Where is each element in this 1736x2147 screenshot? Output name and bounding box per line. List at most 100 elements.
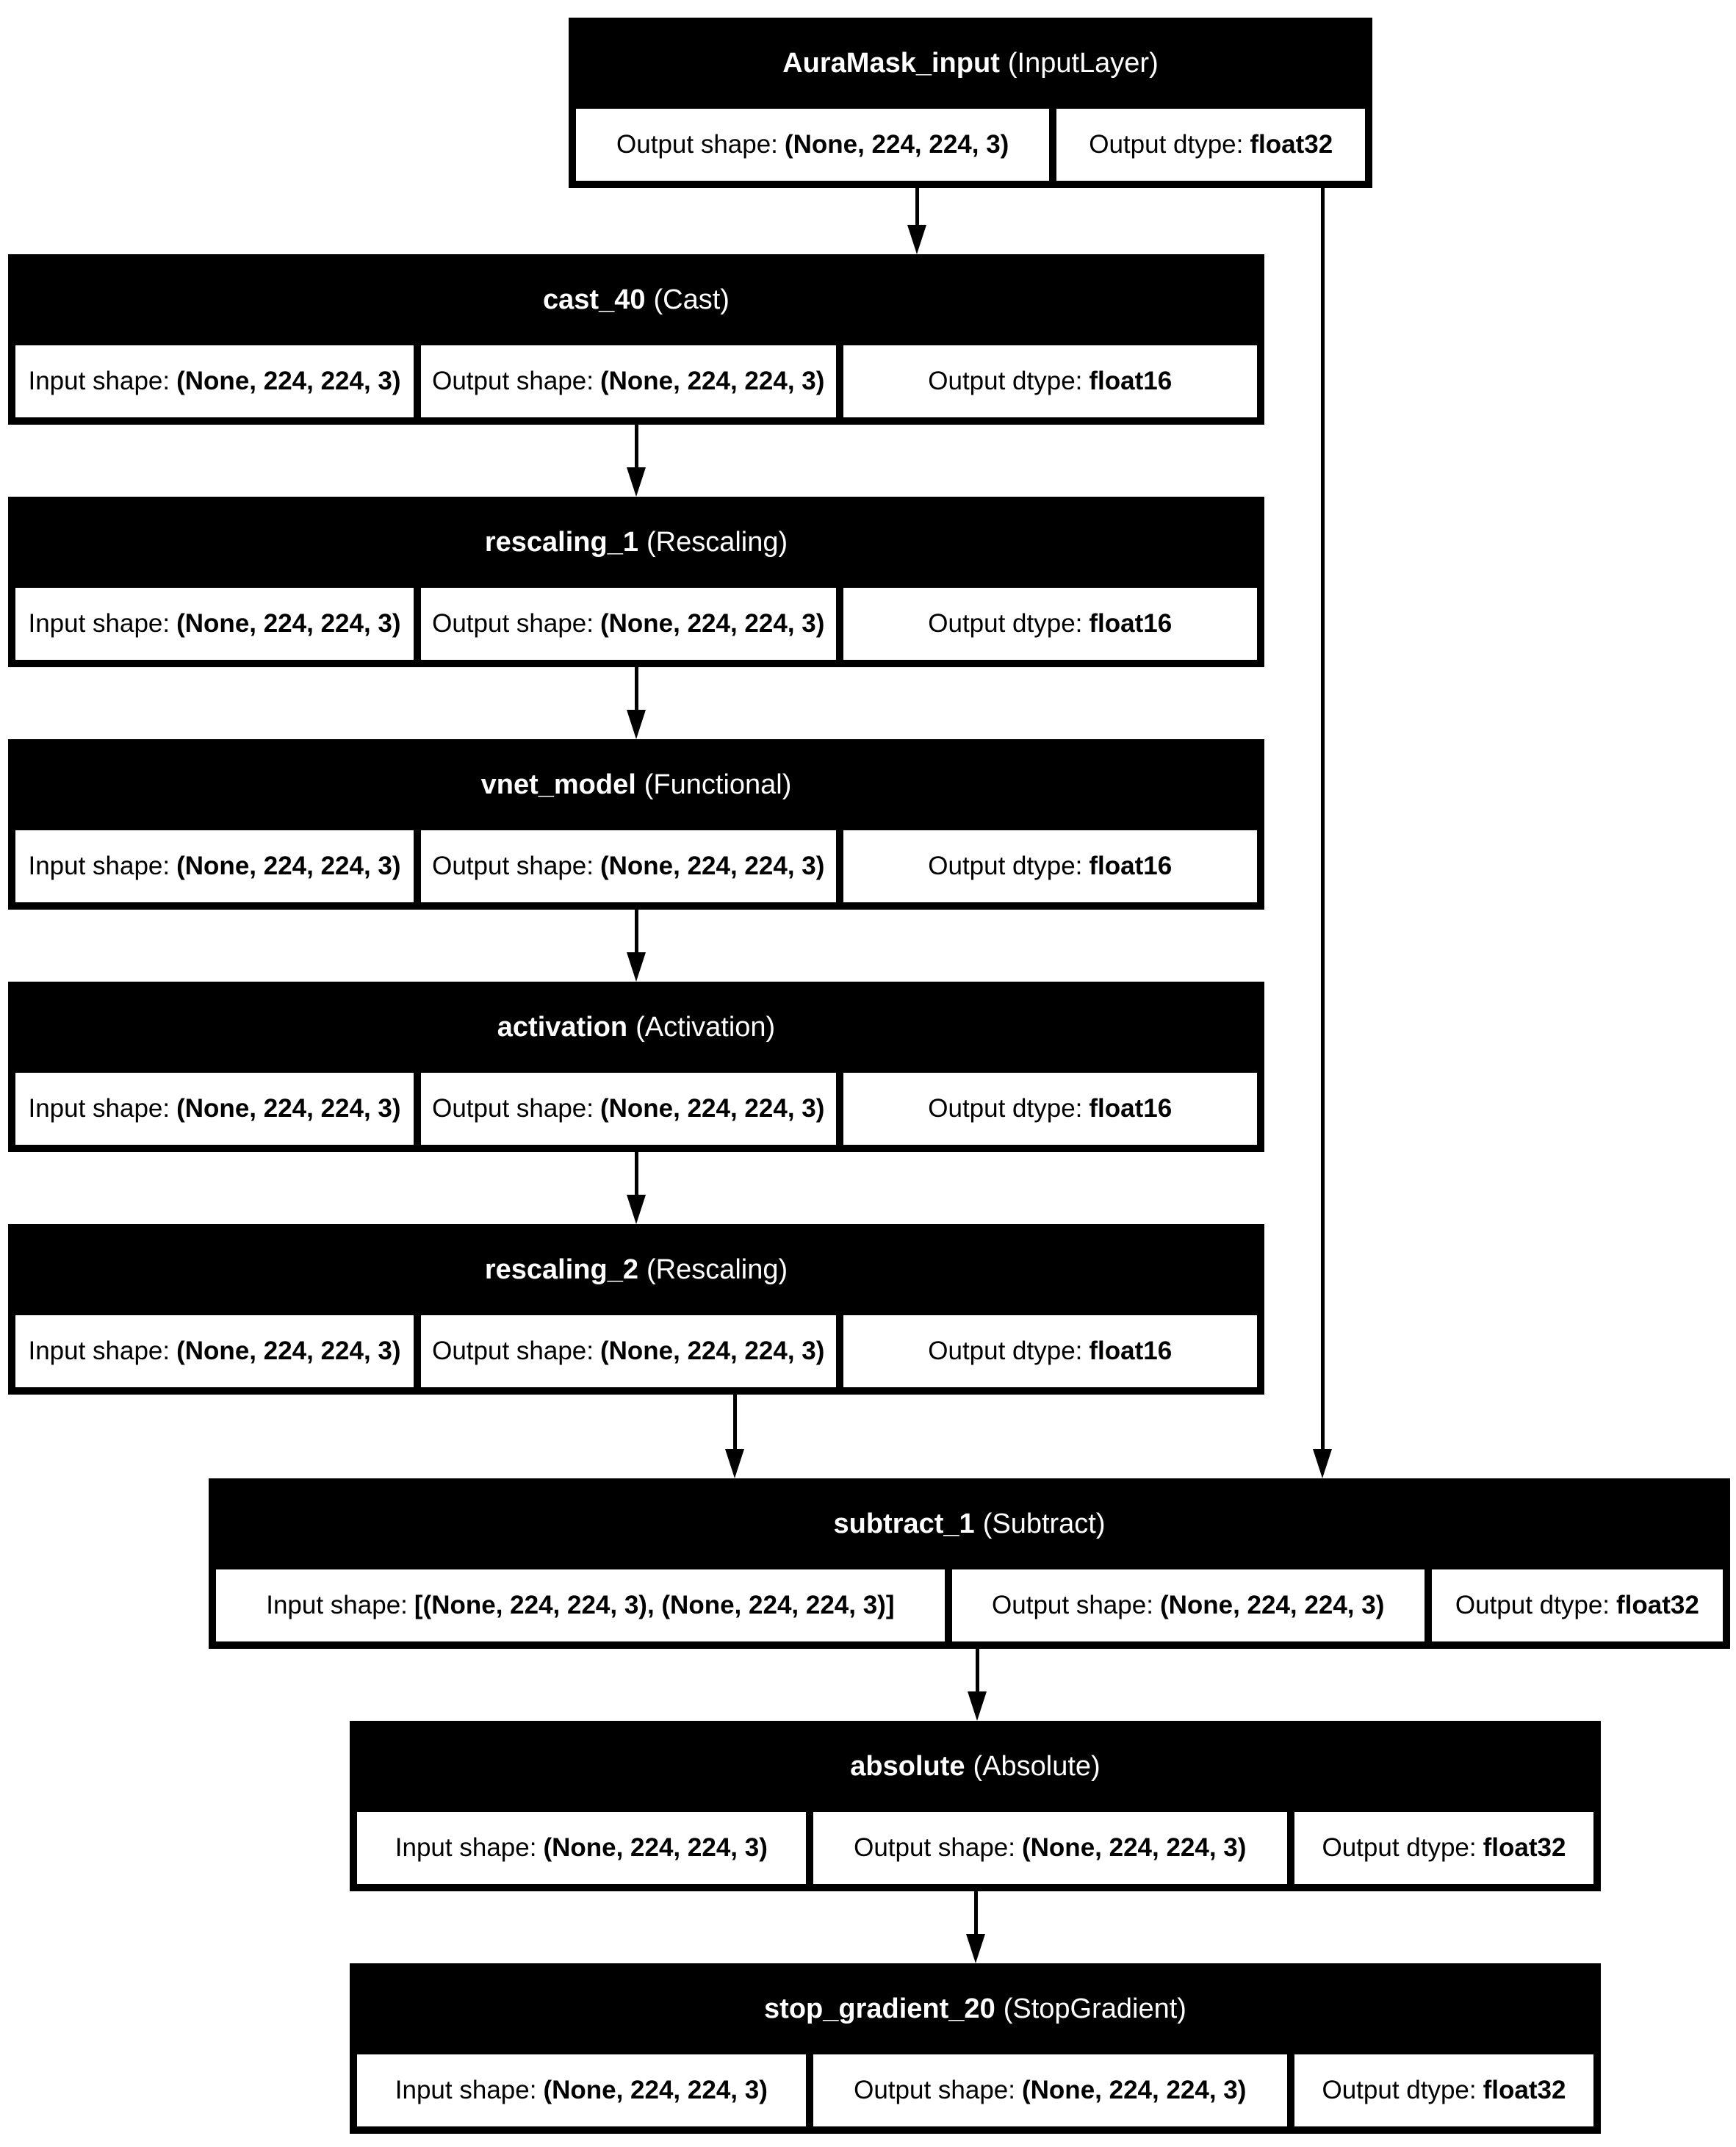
layer-node-subtract-1: subtract_1 (Subtract) Input shape: [(Non… [209,1478,1730,1649]
layer-cells: Input shape: (None, 224, 224, 3) Output … [8,588,1264,667]
output-shape-cell: Output shape: (None, 224, 224, 3) [576,109,1050,181]
cell-value: (None, 224, 224, 3) [1022,1833,1247,1862]
cell-value: (None, 224, 224, 3) [543,1833,768,1862]
layer-type: (Functional) [644,769,792,800]
edge-input-to-cast-line [915,188,919,226]
cell-value: (None, 224, 224, 3) [599,1337,825,1365]
layer-node-auramask-input: AuraMask_input (InputLayer) Output shape… [569,18,1372,188]
output-dtype-cell: Output dtype: float16 [843,830,1257,902]
layer-title: absolute (Absolute) [350,1721,1601,1812]
cell-label: Output dtype: [1322,2076,1477,2104]
layer-title: rescaling_2 (Rescaling) [8,1224,1264,1315]
cell-value: float16 [1089,1094,1173,1123]
layer-node-vnet-model: vnet_model (Functional) Input shape: (No… [8,739,1264,910]
input-shape-cell: Input shape: (None, 224, 224, 3) [357,2054,806,2126]
edge-activation-to-rescaling2-line [635,1152,638,1196]
layer-title: subtract_1 (Subtract) [209,1478,1730,1569]
cell-label: Output dtype: [928,367,1083,395]
cell-value: [(None, 224, 224, 3), (None, 224, 224, 3… [414,1591,895,1619]
layer-title: activation (Activation) [8,982,1264,1073]
output-dtype-cell: Output dtype: float16 [843,1073,1257,1145]
output-shape-cell: Output shape: (None, 224, 224, 3) [421,345,836,417]
edge-vnet-to-activation-line [635,910,638,954]
cell-value: (None, 224, 224, 3) [176,852,401,880]
edge-rescaling1-to-vnet-arrowhead [627,710,646,739]
cell-value: float16 [1089,609,1173,638]
edge-input-to-subtract-line [1321,188,1325,1450]
layer-node-absolute: absolute (Absolute) Input shape: (None, … [350,1721,1601,1891]
output-dtype-cell: Output dtype: float32 [1294,1812,1593,1884]
layer-title: AuraMask_input (InputLayer) [569,18,1372,109]
output-shape-cell: Output shape: (None, 224, 224, 3) [421,1315,836,1387]
layer-type: (Cast) [653,284,730,315]
cell-label: Input shape: [266,1591,408,1619]
cell-label: Output dtype: [928,852,1083,880]
cell-label: Output shape: [432,852,594,880]
layer-node-cast-40: cast_40 (Cast) Input shape: (None, 224, … [8,254,1264,425]
layer-cells: Input shape: [(None, 224, 224, 3), (None… [209,1569,1730,1649]
output-shape-cell: Output shape: (None, 224, 224, 3) [421,1073,836,1145]
output-shape-cell: Output shape: (None, 224, 224, 3) [813,2054,1287,2126]
edge-subtract-to-absolute-arrowhead [968,1691,987,1721]
edge-input-to-subtract-arrowhead [1313,1449,1332,1478]
cell-value: float32 [1483,1833,1566,1862]
cell-value: (None, 224, 224, 3) [599,609,825,638]
edge-rescaling2-to-subtract-line [733,1395,737,1450]
cell-label: Output shape: [432,367,594,395]
output-dtype-cell: Output dtype: float16 [843,1315,1257,1387]
layer-node-rescaling-2: rescaling_2 (Rescaling) Input shape: (No… [8,1224,1264,1395]
output-dtype-cell: Output dtype: float16 [843,345,1257,417]
cell-label: Output shape: [992,1591,1153,1619]
cell-label: Output shape: [432,1337,594,1365]
cell-value: float32 [1616,1591,1699,1619]
layer-name: cast_40 [543,284,646,315]
layer-name: AuraMask_input [782,47,1000,79]
layer-type: (Rescaling) [646,1254,788,1285]
output-dtype-cell: Output dtype: float16 [843,588,1257,660]
edge-vnet-to-activation-arrowhead [627,952,646,982]
cell-label: Output dtype: [928,609,1083,638]
edge-cast-to-rescaling1-line [635,425,638,469]
cell-label: Input shape: [28,852,170,880]
layer-cells: Input shape: (None, 224, 224, 3) Output … [350,2054,1601,2134]
layer-title: stop_gradient_20 (StopGradient) [350,1963,1601,2054]
layer-title: cast_40 (Cast) [8,254,1264,345]
input-shape-cell: Input shape: [(None, 224, 224, 3), (None… [216,1569,945,1641]
layer-title: rescaling_1 (Rescaling) [8,497,1264,588]
layer-type: (InputLayer) [1007,47,1159,79]
output-dtype-cell: Output dtype: float32 [1056,109,1365,181]
cell-value: (None, 224, 224, 3) [176,609,401,638]
layer-name: activation [497,1011,628,1043]
edge-subtract-to-absolute-line [976,1649,979,1693]
cell-value: (None, 224, 224, 3) [543,2076,768,2104]
layer-node-activation: activation (Activation) Input shape: (No… [8,982,1264,1152]
cell-value: (None, 224, 224, 3) [176,1094,401,1123]
cell-value: (None, 224, 224, 3) [1159,1591,1385,1619]
cell-value: (None, 224, 224, 3) [784,130,1009,159]
layer-cells: Input shape: (None, 224, 224, 3) Output … [8,1315,1264,1395]
cell-label: Output dtype: [928,1094,1083,1123]
edge-cast-to-rescaling1-arrowhead [627,467,646,497]
input-shape-cell: Input shape: (None, 224, 224, 3) [15,1315,414,1387]
cell-label: Output dtype: [1089,130,1244,159]
input-shape-cell: Input shape: (None, 224, 224, 3) [15,830,414,902]
input-shape-cell: Input shape: (None, 224, 224, 3) [357,1812,806,1884]
layer-name: rescaling_2 [484,1254,638,1285]
cell-label: Output shape: [854,1833,1015,1862]
edge-absolute-to-stopgradient-line [974,1891,978,1935]
layer-type: (StopGradient) [1003,1993,1186,2024]
cell-value: (None, 224, 224, 3) [599,852,825,880]
cell-label: Output dtype: [1322,1833,1477,1862]
output-shape-cell: Output shape: (None, 224, 224, 3) [421,830,836,902]
cell-value: (None, 224, 224, 3) [176,1337,401,1365]
cell-value: float32 [1483,2076,1566,2104]
cell-value: float16 [1089,1337,1173,1365]
layer-name: vnet_model [480,769,636,800]
input-shape-cell: Input shape: (None, 224, 224, 3) [15,1073,414,1145]
cell-label: Output dtype: [928,1337,1083,1365]
edge-input-to-cast-arrowhead [907,225,926,254]
cell-value: (None, 224, 224, 3) [1022,2076,1247,2104]
layer-cells: Output shape: (None, 224, 224, 3) Output… [569,109,1372,188]
layer-node-stop-gradient-20: stop_gradient_20 (StopGradient) Input sh… [350,1963,1601,2134]
